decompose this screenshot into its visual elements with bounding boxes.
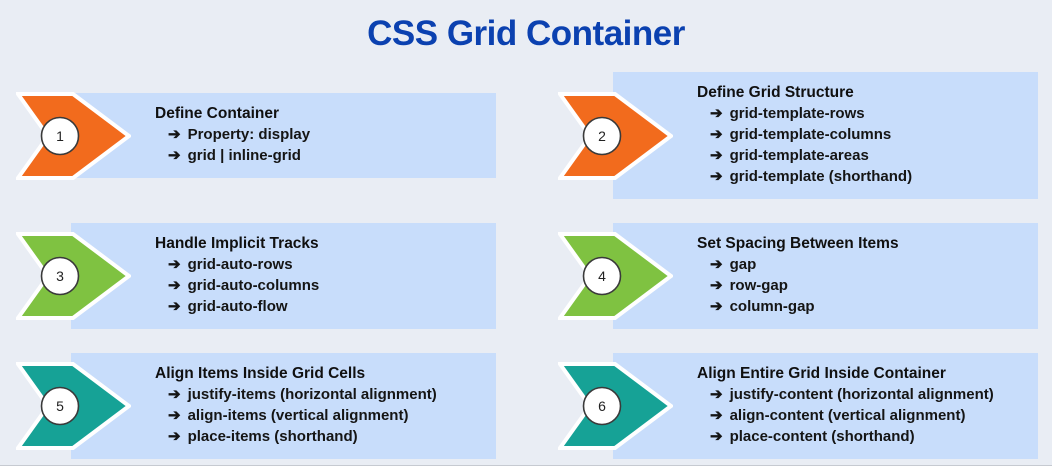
item-text: place-items (shorthand) xyxy=(187,428,358,445)
step-arrow-icon: 5 xyxy=(14,362,133,450)
item-text: align-content (vertical alignment) xyxy=(729,407,966,424)
item-text: grid-template (shorthand) xyxy=(729,168,913,185)
arrow-bullet-icon: ➔ xyxy=(710,126,723,143)
step-title: Define Container xyxy=(155,105,280,122)
item-text: grid | inline-grid xyxy=(187,147,301,164)
step-number: 6 xyxy=(598,398,606,414)
step-panel: Handle Implicit Tracks ➔ grid-auto-rows ➔… xyxy=(71,223,496,329)
item-text: grid-auto-columns xyxy=(187,277,320,294)
step-panel: Align Entire Grid Inside Container ➔ just… xyxy=(613,353,1038,459)
arrow-bullet-icon: ➔ xyxy=(168,147,181,164)
step-title: Define Grid Structure xyxy=(697,84,854,101)
step-card-5: 5 Align Items Inside Grid Cells ➔ justify… xyxy=(14,353,496,459)
step-panel: Align Items Inside Grid Cells ➔ justify-i… xyxy=(71,353,496,459)
arrow-bullet-icon: ➔ xyxy=(168,407,181,424)
arrow-bullet-icon: ➔ xyxy=(168,386,181,403)
list-item: ➔ grid-template-rows xyxy=(710,103,1024,124)
step-number-circle xyxy=(40,386,80,426)
item-text: Property: display xyxy=(187,126,311,143)
step-arrow-icon: 3 xyxy=(14,232,133,320)
step-items: ➔justify-content (horizontal alignment) … xyxy=(697,384,1024,447)
arrow-bullet-icon: ➔ xyxy=(168,126,181,143)
arrow-bullet-icon: ➔ xyxy=(710,386,723,403)
step-card-1: 1 Define Container ➔ Property: display ➔ g… xyxy=(14,72,496,199)
item-text: column-gap xyxy=(729,298,815,315)
step-panel: Define Container ➔ Property: display ➔ gri… xyxy=(71,93,496,178)
list-item: ➔ place-items (shorthand) xyxy=(168,426,482,447)
step-number: 1 xyxy=(56,128,64,144)
item-text: row-gap xyxy=(729,277,788,294)
step-number: 3 xyxy=(56,268,64,284)
step-title: Handle Implicit Tracks xyxy=(155,235,319,252)
step-card-3: 3 Handle Implicit Tracks ➔ grid-auto-rows… xyxy=(14,223,496,329)
step-arrow-icon: 6 xyxy=(556,362,675,450)
item-text: justify-content (horizontal alignment) xyxy=(729,386,994,403)
step-arrow-icon: 4 xyxy=(556,232,675,320)
arrow-bullet-icon: ➔ xyxy=(710,277,723,294)
arrow-bullet-icon: ➔ xyxy=(710,428,723,445)
item-text: align-items (vertical alignment) xyxy=(187,407,409,424)
step-arrow-icon: 1 xyxy=(14,91,133,180)
step-number-circle xyxy=(582,256,622,296)
list-item: ➔ justify-items (horizontal alignment) xyxy=(168,384,482,405)
step-items: ➔ grid-template-rows ➔ grid-template-colum… xyxy=(697,103,1024,187)
step-title: Align Items Inside Grid Cells xyxy=(155,365,366,382)
arrow-bullet-icon: ➔ xyxy=(710,407,723,424)
item-text: grid-template-columns xyxy=(729,126,892,143)
item-text: justify-items (horizontal alignment) xyxy=(187,386,437,403)
arrow-bullet-icon: ➔ xyxy=(168,428,181,445)
list-item: ➔ row-gap xyxy=(710,275,1024,296)
step-number-circle xyxy=(40,116,80,155)
step-card-2: 2 Define Grid Structure ➔ grid-template-r… xyxy=(556,72,1038,199)
arrow-bullet-icon: ➔ xyxy=(168,298,181,315)
step-number-circle xyxy=(582,386,622,426)
arrow-bullet-icon: ➔ xyxy=(710,147,723,164)
item-text: gap xyxy=(729,256,757,273)
list-item: ➔ grid-auto-flow xyxy=(168,296,482,317)
list-item: ➔ place-content (shorthand) xyxy=(710,426,1024,447)
step-number-circle xyxy=(40,256,80,296)
step-number: 5 xyxy=(56,398,64,414)
arrow-bullet-icon: ➔ xyxy=(710,298,723,315)
step-card-6: 6 Align Entire Grid Inside Container ➔ ju… xyxy=(556,353,1038,459)
cards-grid: 1 Define Container ➔ Property: display ➔ g… xyxy=(14,72,1038,459)
arrow-bullet-icon: ➔ xyxy=(710,105,723,122)
item-text: grid-template-areas xyxy=(729,147,869,164)
list-item: ➔ align-items (vertical alignment) xyxy=(168,405,482,426)
step-panel: Set Spacing Between Items ➔ gap ➔ row-gap … xyxy=(613,223,1038,329)
item-text: grid-auto-flow xyxy=(187,298,288,315)
page-title: CSS Grid Container xyxy=(367,14,685,53)
list-item: ➔ column-gap xyxy=(710,296,1024,317)
list-item: ➔ justify-content (horizontal alignment) xyxy=(710,384,1024,405)
step-card-4: 4 Set Spacing Between Items ➔ gap ➔ row-ga… xyxy=(556,223,1038,329)
arrow-bullet-icon: ➔ xyxy=(710,256,723,273)
step-arrow-icon: 2 xyxy=(556,91,675,180)
list-item: ➔ grid-template-columns xyxy=(710,124,1024,145)
step-number: 4 xyxy=(598,268,606,284)
item-text: grid-template-rows xyxy=(729,105,865,122)
list-item: ➔ gap xyxy=(710,254,1024,275)
list-item: ➔ grid-auto-rows xyxy=(168,254,482,275)
step-items: ➔ gap ➔ row-gap ➔ column-gap xyxy=(697,254,1024,317)
step-items: ➔ justify-items (horizontal alignment) ➔ a… xyxy=(155,384,482,447)
list-item: ➔ Property: display xyxy=(168,124,482,145)
step-title: Set Spacing Between Items xyxy=(697,235,899,252)
list-item: ➔ grid-auto-columns xyxy=(168,275,482,296)
step-items: ➔ Property: display ➔ grid | inline-grid xyxy=(155,124,482,166)
list-item: ➔ grid-template-areas xyxy=(710,145,1024,166)
arrow-bullet-icon: ➔ xyxy=(168,256,181,273)
list-item: ➔ grid-template (shorthand) xyxy=(710,166,1024,187)
item-text: place-content (shorthand) xyxy=(729,428,915,445)
arrow-bullet-icon: ➔ xyxy=(168,277,181,294)
arrow-bullet-icon: ➔ xyxy=(710,168,723,185)
step-title: Align Entire Grid Inside Container xyxy=(697,365,946,382)
list-item: ➔ align-content (vertical alignment) xyxy=(710,405,1024,426)
step-number: 2 xyxy=(598,128,606,144)
item-text: grid-auto-rows xyxy=(187,256,293,273)
step-number-circle xyxy=(582,116,622,155)
step-items: ➔ grid-auto-rows ➔ grid-auto-columns ➔ grid… xyxy=(155,254,482,317)
list-item: ➔ grid | inline-grid xyxy=(168,145,482,166)
step-panel: Define Grid Structure ➔ grid-template-row… xyxy=(613,72,1038,199)
